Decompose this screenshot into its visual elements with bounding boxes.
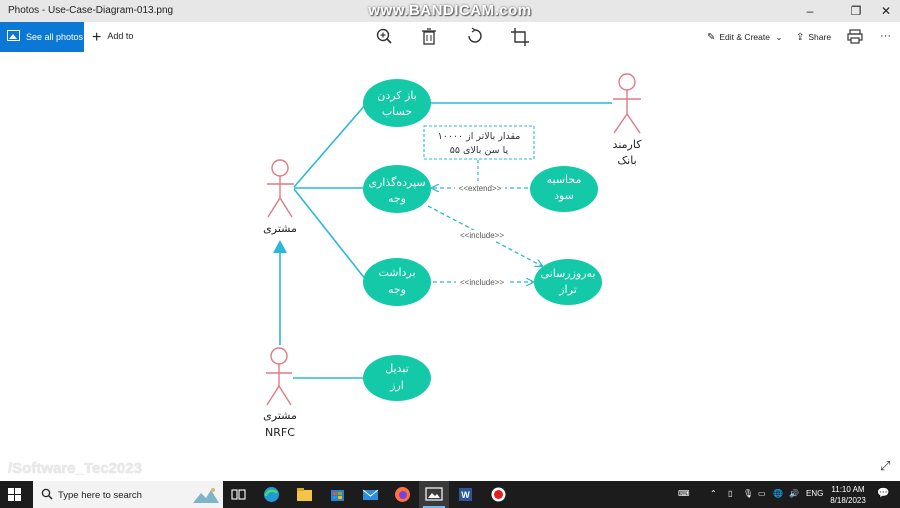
battery-icon[interactable]: ▭ bbox=[758, 489, 766, 498]
photos-app-icon bbox=[425, 487, 443, 501]
association-customer-open-account bbox=[293, 103, 367, 188]
maximize-button[interactable]: ❐ bbox=[850, 4, 862, 18]
volume-icon[interactable]: 🔊 bbox=[789, 489, 799, 498]
title-bar: Photos - Use-Case-Diagram-013.png www.BA… bbox=[0, 0, 900, 22]
search-highlight-icon bbox=[193, 488, 219, 503]
actor-customer bbox=[267, 159, 294, 218]
actor-nrfc-label-2: NRFC bbox=[265, 426, 295, 439]
share-label: Share bbox=[808, 32, 832, 42]
extend-label-bg bbox=[455, 183, 505, 194]
taskbar-search-box[interactable]: Type here to search bbox=[33, 481, 223, 508]
more-options-button[interactable]: ··· bbox=[880, 30, 891, 42]
photos-taskbar-button[interactable] bbox=[419, 481, 449, 508]
edit-icon: ✎ bbox=[707, 32, 716, 43]
file-explorer-icon[interactable] bbox=[295, 485, 314, 504]
close-button[interactable]: ✕ bbox=[880, 4, 892, 18]
chevron-down-icon: ⌄ bbox=[775, 32, 783, 42]
include-label-bg-1 bbox=[456, 230, 508, 241]
svg-text:باز کردن: باز کردن bbox=[377, 89, 417, 102]
share-button[interactable]: ⇪Share bbox=[796, 32, 831, 43]
include-label-withdraw: <<include>> bbox=[460, 278, 504, 287]
delete-icon[interactable] bbox=[418, 26, 440, 48]
svg-text:تبدیل: تبدیل bbox=[385, 362, 409, 375]
network-icon[interactable]: 🌐 bbox=[773, 489, 783, 498]
meet-icon[interactable]: ▯ bbox=[728, 489, 733, 498]
minimize-button[interactable]: – bbox=[806, 4, 814, 18]
rotate-icon[interactable] bbox=[464, 26, 486, 48]
photos-toolbar: See all photos +Add to ✎Edit & Create ⌄ … bbox=[0, 22, 900, 52]
share-icon: ⇪ bbox=[796, 32, 805, 43]
actor-bank-employee-label-2: بانک bbox=[617, 154, 636, 167]
svg-text:محاسبه: محاسبه bbox=[547, 173, 582, 186]
use-case-withdraw: برداشت وجه bbox=[363, 258, 431, 306]
association-customer-withdraw bbox=[293, 188, 367, 281]
mail-icon[interactable] bbox=[361, 485, 380, 504]
use-case-currency-exchange: تبدیل ارز bbox=[363, 355, 431, 401]
extend-label: <<extend>> bbox=[459, 184, 502, 193]
actor-bank-employee-label-1: کارمند bbox=[613, 138, 643, 151]
generalization-arrowhead bbox=[273, 240, 287, 253]
add-to-label: Add to bbox=[107, 31, 134, 41]
language-indicator[interactable]: ENG bbox=[806, 489, 824, 498]
actor-customer-label: مشتری bbox=[263, 222, 297, 235]
print-icon[interactable] bbox=[846, 28, 864, 46]
taskbar: Type here to search W ⌨ ⌃ bbox=[0, 481, 900, 508]
clock-time: 11:10 AM bbox=[831, 485, 865, 494]
edge-icon[interactable] bbox=[262, 485, 281, 504]
show-hidden-icons-chevron-icon[interactable]: ⌃ bbox=[710, 489, 717, 498]
keyboard-icon[interactable]: ⌨ bbox=[678, 489, 690, 498]
search-icon bbox=[41, 488, 53, 500]
note-line-2: یا سن بالای ۵۵ bbox=[450, 145, 509, 156]
svg-text:سود: سود bbox=[554, 189, 574, 202]
see-all-photos-label: See all photos bbox=[26, 32, 84, 42]
plus-icon: + bbox=[92, 29, 102, 46]
windows-start-icon[interactable] bbox=[8, 488, 21, 501]
svg-text:تراز: تراز bbox=[558, 283, 577, 296]
svg-text:حساب: حساب bbox=[382, 105, 412, 118]
svg-text:W: W bbox=[461, 490, 470, 500]
fullscreen-icon[interactable]: ⤢ bbox=[880, 458, 891, 473]
use-case-calculate-interest: محاسبه سود bbox=[530, 166, 598, 212]
edit-create-label: Edit & Create bbox=[719, 32, 770, 42]
add-to-button[interactable]: + Add to bbox=[92, 29, 133, 47]
zoom-icon[interactable] bbox=[373, 26, 395, 48]
firefox-icon[interactable] bbox=[393, 485, 412, 504]
see-all-photos-button[interactable]: See all photos bbox=[0, 22, 84, 52]
note-line-1: مقدار بالاتر از ۱۰۰۰۰ bbox=[438, 131, 521, 142]
include-label-deposit: <<include>> bbox=[460, 231, 504, 240]
use-case-open-account: باز کردن حساب bbox=[363, 79, 431, 127]
svg-text:وجه: وجه bbox=[388, 283, 406, 296]
channel-watermark: /Software_Tec2023 bbox=[8, 460, 142, 477]
svg-text:وجه: وجه bbox=[388, 192, 406, 205]
task-view-icon[interactable] bbox=[229, 485, 248, 504]
svg-text:به‌روزرسانی: به‌روزرسانی bbox=[540, 267, 595, 280]
clock-date: 8/18/2023 bbox=[830, 496, 866, 505]
store-icon[interactable] bbox=[328, 485, 347, 504]
taskbar-clock[interactable]: 11:10 AM 8/18/2023 bbox=[826, 484, 870, 506]
microphone-icon[interactable]: 🎙 bbox=[743, 489, 754, 498]
photo-icon bbox=[7, 30, 20, 41]
edit-create-button[interactable]: ✎Edit & Create ⌄ bbox=[707, 32, 782, 43]
use-case-diagram: <<extend>> <<include>> <<include>> مقدار… bbox=[263, 73, 643, 439]
search-placeholder: Type here to search bbox=[58, 490, 142, 501]
bandicam-record-icon[interactable] bbox=[489, 485, 508, 504]
svg-text:سپرده‌گذاری: سپرده‌گذاری bbox=[368, 176, 425, 189]
recorder-watermark: www.BANDICAM.com bbox=[368, 2, 532, 19]
svg-text:ارز: ارز bbox=[389, 379, 404, 392]
actor-bank-employee bbox=[613, 73, 641, 134]
use-case-update-balance: به‌روزرسانی تراز bbox=[534, 259, 602, 305]
notifications-icon[interactable]: 💬 bbox=[877, 488, 890, 499]
svg-text:برداشت: برداشت bbox=[378, 266, 415, 279]
use-case-deposit: سپرده‌گذاری وجه bbox=[363, 165, 431, 213]
actor-nrfc-label-1: مشتری bbox=[263, 409, 297, 422]
window-title: Photos - Use-Case-Diagram-013.png bbox=[8, 5, 174, 16]
crop-icon[interactable] bbox=[509, 26, 531, 48]
condition-note bbox=[423, 125, 535, 160]
actor-nrfc-customer bbox=[266, 347, 292, 406]
include-label-bg-2 bbox=[456, 277, 508, 288]
word-icon[interactable]: W bbox=[456, 485, 475, 504]
